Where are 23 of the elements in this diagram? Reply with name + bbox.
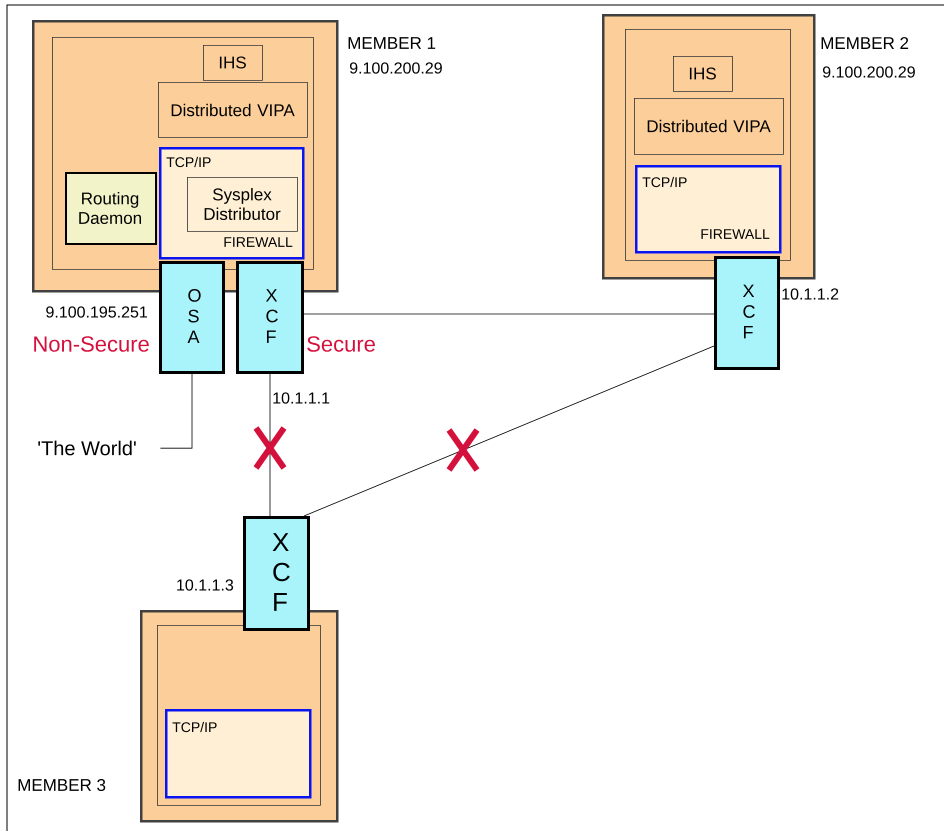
address-label: 10.1.1.2 bbox=[782, 288, 838, 300]
adapter-box: X C F bbox=[236, 261, 304, 374]
address-label: 10.1.1.1 bbox=[273, 392, 330, 404]
firewall-box: TCP/IP FIREWALL bbox=[635, 165, 782, 254]
node-label: TCP/IP bbox=[166, 156, 211, 168]
node-label: FIREWALL bbox=[224, 237, 292, 247]
component-box: Distributed VIPA bbox=[158, 82, 308, 138]
connector-line bbox=[160, 374, 192, 449]
component-box: Sysplex Distributor bbox=[187, 177, 298, 232]
adapter-box: X C F bbox=[243, 516, 310, 631]
address-label: 9.100.195.251 bbox=[46, 306, 147, 318]
component-box: Distributed VIPA bbox=[634, 98, 784, 155]
adapter-box: X C F bbox=[714, 256, 780, 370]
component-box: IHS bbox=[203, 45, 263, 81]
component-box: IHS bbox=[673, 56, 733, 92]
connector-line bbox=[304, 346, 714, 516]
network-label: 'The World' bbox=[38, 440, 136, 456]
zone-label: Non-Secure bbox=[34, 336, 149, 352]
adapter-box: O S A bbox=[159, 261, 225, 374]
address-label: 10.1.1.3 bbox=[177, 579, 234, 591]
daemon-box: Routing Daemon bbox=[65, 172, 157, 245]
firewall-box: TCP/IP bbox=[165, 709, 312, 798]
zone-label: Secure bbox=[307, 336, 375, 352]
